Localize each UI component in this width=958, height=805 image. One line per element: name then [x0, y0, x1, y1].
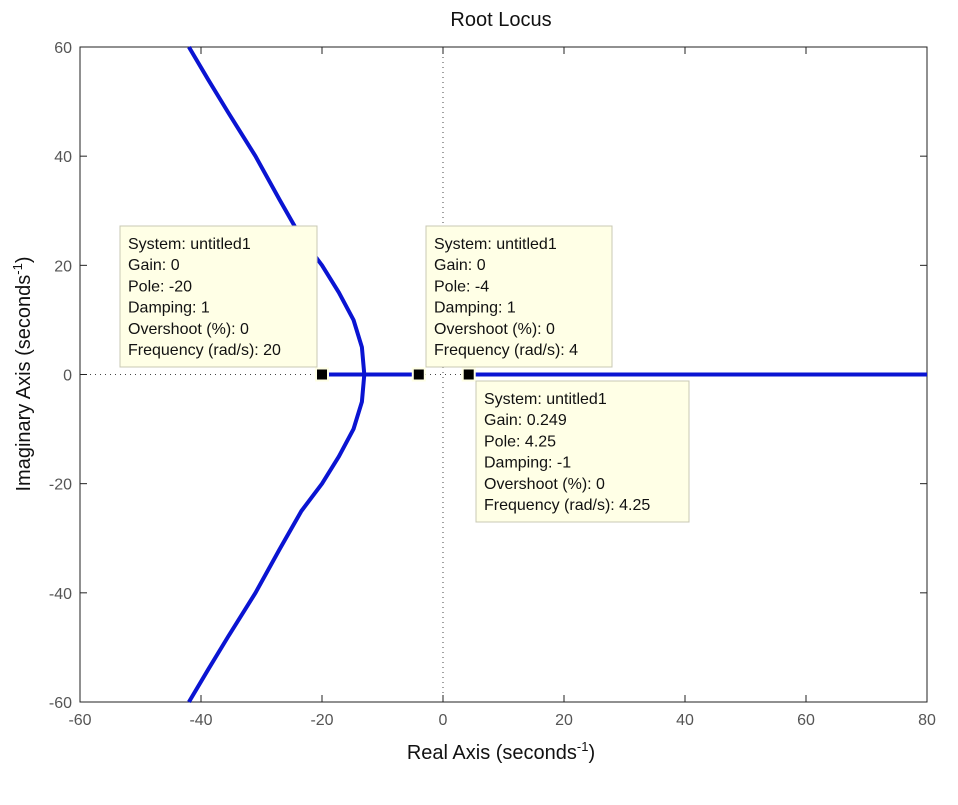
x-tick-label: 80 [918, 712, 936, 729]
datatip-line: Damping: 1 [434, 300, 516, 317]
x-axis-label-text: Real Axis (seconds [407, 742, 577, 764]
y-tick-label: 60 [54, 40, 72, 57]
x-tick-label: 20 [555, 712, 573, 729]
datatip-line: Gain: 0 [434, 257, 486, 274]
datatip-line: Gain: 0.249 [484, 412, 567, 429]
y-axis-label-text: Imaginary Axis (seconds [13, 275, 35, 492]
datatip-line: Overshoot (%): 0 [128, 321, 249, 338]
datatip-line: System: untitled1 [434, 236, 557, 253]
x-axis-label-close: ) [588, 742, 595, 764]
datatip-line: Pole: -4 [434, 278, 489, 295]
datatip-line: Gain: 0 [128, 257, 180, 274]
datatip-line: System: untitled1 [484, 391, 607, 408]
y-tick-label: -60 [49, 695, 72, 712]
x-tick-label: -40 [189, 712, 212, 729]
x-tick-label: 40 [676, 712, 694, 729]
datatip-line: Frequency (rad/s): 4.25 [484, 497, 650, 514]
datatip-line: System: untitled1 [128, 236, 251, 253]
y-axis-label-exponent: -1 [10, 263, 25, 275]
datatip-line: Frequency (rad/s): 4 [434, 342, 578, 359]
locus-branch-4 [187, 374, 367, 704]
locus-series [187, 45, 927, 704]
chart-title: Root Locus [450, 9, 551, 31]
y-axis-label-close: ) [13, 257, 35, 264]
y-tick-label: 0 [63, 368, 72, 385]
datatip-line: Damping: -1 [484, 455, 571, 472]
y-tick-label: 40 [54, 149, 72, 166]
x-tick-label: -20 [310, 712, 333, 729]
datatip-line: Frequency (rad/s): 20 [128, 342, 281, 359]
pole-marker-2 [413, 369, 424, 380]
datatip-box [475, 380, 690, 523]
y-axis-label: Imaginary Axis (seconds-1) [10, 257, 35, 492]
pole-marker-3 [463, 369, 474, 380]
x-axis-label-exponent: -1 [577, 739, 589, 754]
x-tick-label: -60 [68, 712, 91, 729]
pole-markers [315, 367, 476, 382]
datatip-box [425, 225, 613, 368]
x-tick-label: 60 [797, 712, 815, 729]
datatip-line: Damping: 1 [128, 300, 210, 317]
datatip-line: Overshoot (%): 0 [484, 476, 605, 493]
datatip-line: Pole: -20 [128, 278, 192, 295]
datatip-box [119, 225, 318, 368]
y-tick-label: 20 [54, 258, 72, 275]
axis-ticks: -60 -40 -20 0 20 40 60 80 -60 -40 -20 0 20 40 60 [49, 40, 936, 729]
pole-marker-1 [317, 369, 327, 380]
datatip-line: Pole: 4.25 [484, 433, 556, 450]
y-tick-label: -20 [49, 477, 72, 494]
datatip-line: Overshoot (%): 0 [434, 321, 555, 338]
x-axis-label: Real Axis (seconds-1) [407, 739, 595, 764]
y-tick-label: -40 [49, 586, 72, 603]
x-tick-label: 0 [439, 712, 448, 729]
